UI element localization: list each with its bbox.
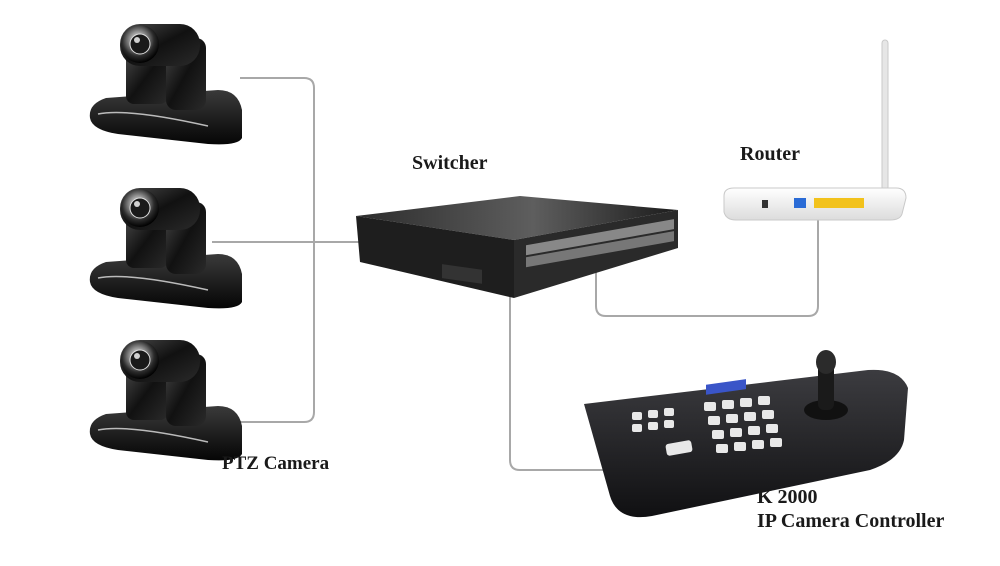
switcher-label: Switcher xyxy=(412,152,488,174)
ptz-camera-2 xyxy=(89,187,243,310)
switch-ports xyxy=(526,219,674,268)
ptz-camera-1 xyxy=(89,24,242,145)
ip-camera-controller xyxy=(584,350,908,518)
router-label: Router xyxy=(740,143,800,165)
cable-switcher-to-controller xyxy=(509,280,622,471)
controller-model-label: K 2000 xyxy=(757,486,818,508)
router-device xyxy=(723,39,907,221)
controller-joystick xyxy=(804,350,848,420)
network-switch xyxy=(356,196,678,298)
ptz-camera-label: PTZ Camera xyxy=(222,453,330,474)
cable-cameras-bus xyxy=(240,77,315,423)
ptz-camera-3 xyxy=(89,339,243,462)
controller-keypad xyxy=(632,396,782,456)
controller-name-label: IP Camera Controller xyxy=(757,510,945,532)
cables xyxy=(212,77,819,471)
cable-switcher-to-router xyxy=(595,220,819,317)
